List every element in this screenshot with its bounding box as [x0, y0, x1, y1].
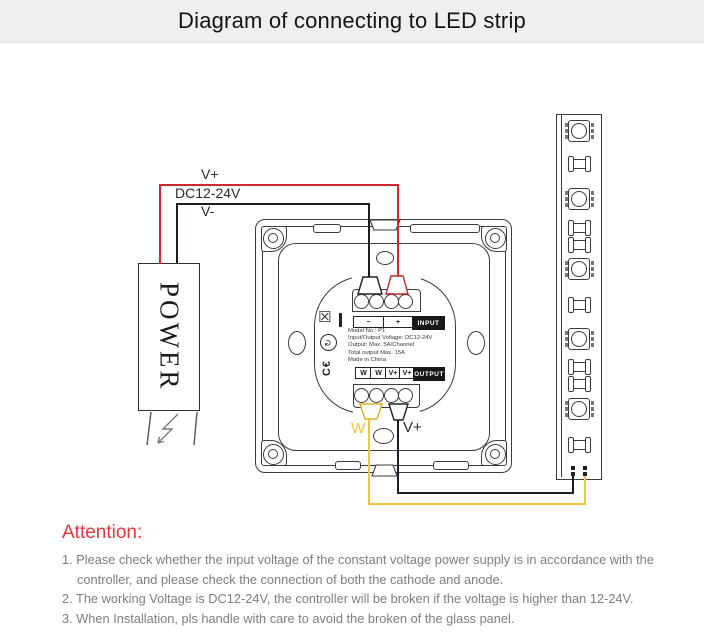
solder-pad	[571, 466, 575, 470]
input-strip-title: INPUT	[412, 316, 445, 330]
wire-w-output	[368, 413, 370, 505]
terminal-hole	[384, 388, 399, 403]
terminal-hole	[369, 294, 384, 309]
wire-vplus-output	[397, 492, 574, 494]
attention-item: 3. When Installation, pls handle with ca…	[62, 610, 515, 626]
input-cell-minus: −	[353, 316, 384, 328]
wire-vplus-output	[397, 416, 399, 494]
weee-icon-bar	[339, 313, 342, 327]
controller-spec-text: Model No.: P1 Input/Output Voltage: DC12…	[348, 328, 448, 364]
wire-w-output	[584, 476, 586, 505]
wire-vplus	[159, 184, 161, 264]
attention-list: 1. Please check whether the input voltag…	[62, 550, 704, 628]
spec-line: Made in China	[348, 356, 386, 363]
solder-pad	[583, 466, 587, 470]
terminal-hole	[369, 388, 384, 403]
terminal-hole	[398, 388, 413, 403]
label-vminus: V-	[201, 203, 215, 219]
terminal-hole	[384, 294, 399, 309]
spec-line: Input/Output Voltage: DC12-24V	[348, 335, 433, 342]
spec-line: Model No.: P1	[348, 328, 386, 334]
notch	[352, 269, 421, 291]
terminal-hole	[398, 294, 413, 309]
spec-line: Output: Max. 5A/Channel	[348, 342, 415, 349]
rohs-icon: ↻	[320, 334, 337, 351]
wire-vminus	[176, 203, 370, 205]
solder-pad	[571, 472, 575, 476]
solder-pad	[583, 472, 587, 476]
ac-wire	[146, 411, 152, 446]
title-bar: Diagram of connecting to LED strip	[0, 0, 704, 43]
attention-item: 1. Please check whether the input voltag…	[62, 552, 654, 587]
panel-slot	[373, 428, 394, 444]
attention-item: 2. The working Voltage is DC12-24V, the …	[62, 591, 634, 607]
label-vplus: V+	[201, 166, 219, 182]
panel-clip-tab	[433, 461, 469, 470]
led-strip	[556, 114, 602, 480]
ac-wire	[193, 411, 198, 446]
power-supply: POWER	[138, 263, 200, 411]
panel-slot	[376, 251, 394, 265]
label-supply-voltage: DC12-24V	[175, 185, 241, 201]
wire-w-output	[368, 503, 586, 505]
wire-vminus	[368, 203, 370, 280]
panel-slot	[467, 331, 485, 355]
wire-vplus	[397, 184, 399, 281]
attention-section: Attention: 1. Please check whether the i…	[62, 522, 704, 628]
screw-icon	[490, 449, 500, 459]
attention-heading: Attention:	[62, 522, 143, 543]
led-strip-rail	[561, 115, 562, 477]
spec-line: Total output Max. 15A	[348, 349, 405, 356]
panel-clip-tab	[335, 461, 361, 470]
wire-vminus	[176, 203, 178, 264]
terminal-hole	[354, 294, 369, 309]
output-strip-title: OUTPUT	[413, 367, 445, 381]
terminal-hole	[354, 388, 369, 403]
wire-vplus-output	[572, 476, 574, 494]
screw-icon	[268, 449, 278, 459]
screw-icon	[268, 233, 278, 243]
wire-vplus	[159, 184, 399, 186]
page-title: Diagram of connecting to LED strip	[178, 8, 526, 33]
input-cell-plus: +	[383, 316, 413, 328]
panel-clip-tab	[313, 224, 341, 233]
weee-icon: ☒	[318, 308, 332, 326]
panel-slot	[288, 331, 306, 355]
power-supply-label: POWER	[154, 282, 185, 392]
label-vplus-output: V+	[403, 419, 422, 436]
ce-icon: C€	[321, 359, 333, 377]
label-w-output: W	[351, 420, 366, 437]
lightning-icon	[157, 413, 179, 444]
panel-clip-tab	[410, 224, 480, 233]
screw-icon	[490, 233, 500, 243]
